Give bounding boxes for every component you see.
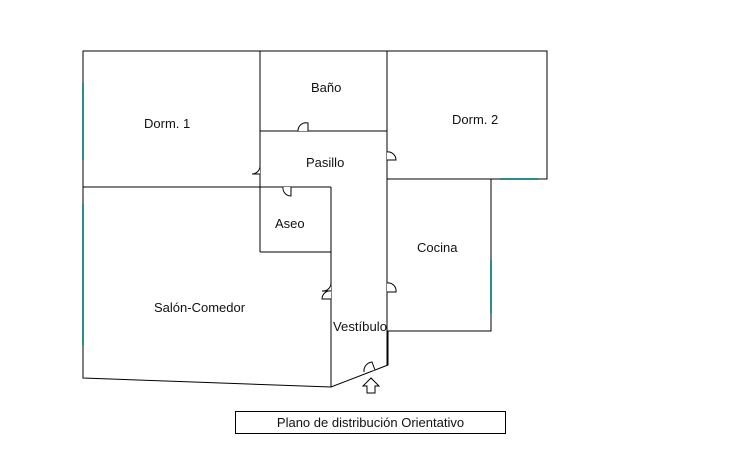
label-dorm1: Dorm. 1	[144, 116, 190, 131]
walls	[82, 50, 548, 388]
label-pasillo: Pasillo	[306, 155, 344, 170]
outer-wall	[82, 50, 548, 388]
room-labels: Dorm. 1 Baño Dorm. 2 Pasillo Aseo Cocina…	[144, 80, 498, 334]
label-bano: Baño	[311, 80, 341, 95]
arrow-up-icon	[361, 377, 381, 394]
door-entrance	[363, 361, 376, 373]
label-cocina: Cocina	[417, 240, 458, 255]
door-cocina	[386, 282, 397, 293]
label-aseo: Aseo	[275, 216, 305, 231]
label-vestibulo: Vestíbulo	[333, 319, 387, 334]
label-salon: Salón-Comedor	[154, 300, 246, 315]
door-dorm2	[386, 151, 397, 161]
door-salon-2	[321, 290, 332, 300]
plan-caption: Plano de distribución Orientativo	[235, 411, 506, 434]
doors	[251, 122, 397, 373]
door-dorm1	[251, 165, 261, 175]
door-aseo	[282, 186, 292, 197]
windows	[82, 83, 538, 345]
label-dorm2: Dorm. 2	[452, 112, 498, 127]
door-salon-1	[321, 282, 332, 292]
door-bano	[297, 122, 309, 132]
